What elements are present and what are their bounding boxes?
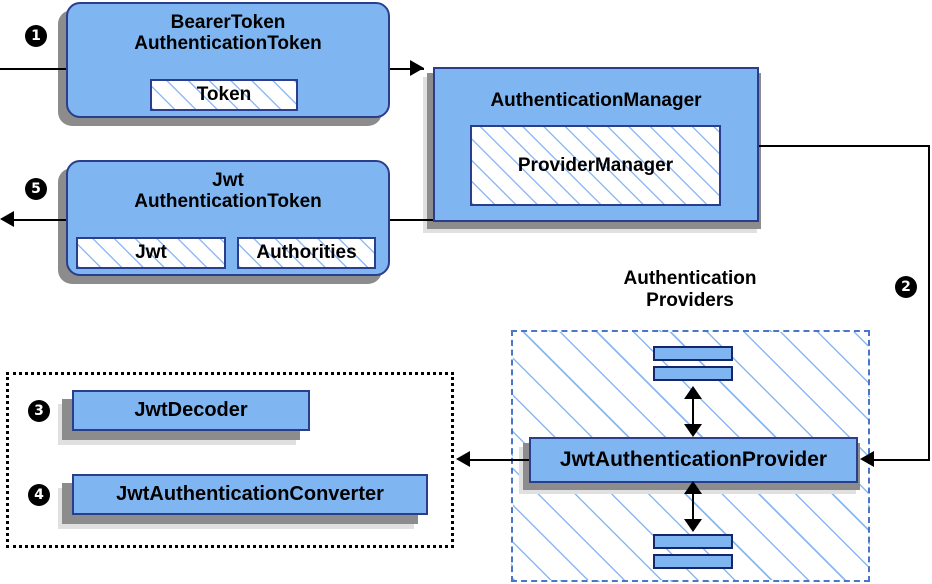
step-badge-2: 2 [895,276,917,298]
step-badge-1: 1 [25,25,47,47]
jwt-token-sub-authorities: Authorities [237,237,376,269]
arrowhead-provider-to-support-group [456,451,470,467]
step-badge-5-number: 5 [31,181,41,197]
step-badge-1-number: 1 [31,28,41,44]
arrowhead-provider-lower-top [684,481,702,494]
step-badge-4: 4 [28,484,50,506]
jwt-decoder-node: JwtDecoder [72,390,310,431]
step-badge-5: 5 [25,178,47,200]
authentication-providers-title-line2: Providers [646,289,734,311]
connector-step5-outbound [14,219,74,221]
arrowhead-step5-outbound [0,211,14,227]
provider-stub-bar-bottom-2 [653,554,733,569]
arrowhead-to-authmanager [410,60,424,76]
connector-step2-bottom [872,459,930,461]
arrowhead-provider-lower-bottom [684,519,702,532]
provider-stub-bar-top-2 [653,366,733,381]
arrowhead-provider-upper-top [684,386,702,399]
jwt-token-sub-jwt: Jwt [76,237,226,269]
connector-bearertoken-to-authmanager [388,68,424,70]
jwt-token-sub-authorities-label: Authorities [256,242,357,263]
connector-step1-inbound [0,68,68,70]
jwt-authentication-provider-label: JwtAuthenticationProvider [559,448,828,472]
provider-manager-label: ProviderManager [517,154,674,176]
jwt-authentication-provider-node: JwtAuthenticationProvider [529,437,858,483]
authentication-manager-label: AuthenticationManager [490,90,702,111]
step-badge-4-number: 4 [34,487,44,503]
bearer-token-sub-token: Token [150,79,298,111]
step-badge-2-number: 2 [901,279,911,295]
auth-manager-sub-provider-manager: ProviderManager [470,125,721,206]
connector-provider-lower-double [692,487,694,529]
group-jwt-support-components [6,372,454,548]
authentication-providers-title: Authentication Providers [575,268,805,312]
jwt-token-line2: AuthenticationToken [134,191,322,213]
connector-provider-to-support-group [470,459,530,461]
jwt-authentication-converter-label: JwtAuthenticationConverter [116,483,384,506]
bearer-token-line1: BearerToken [170,12,286,33]
arrowhead-provider-upper-bottom [684,424,702,437]
connector-step2-top [757,145,930,147]
connector-provider-upper-double [692,392,694,434]
jwt-authentication-converter-node: JwtAuthenticationConverter [72,474,428,515]
step-badge-3-number: 3 [34,403,44,419]
provider-stub-bar-bottom-1 [653,534,733,549]
jwt-token-sub-jwt-label: Jwt [135,242,167,263]
jwt-token-line1: Jwt [212,170,244,191]
bearer-token-sub-token-label: Token [196,84,252,105]
provider-stub-bar-top-1 [653,346,733,361]
bearer-token-line2: AuthenticationToken [134,33,322,55]
arrowhead-step2-into-provider [860,451,874,467]
jwt-decoder-label: JwtDecoder [134,399,248,422]
step-badge-3: 3 [28,400,50,422]
connector-step2-right [928,145,930,461]
connector-authmanager-to-jwttoken [388,219,438,221]
authentication-providers-title-line1: Authentication [623,268,757,289]
